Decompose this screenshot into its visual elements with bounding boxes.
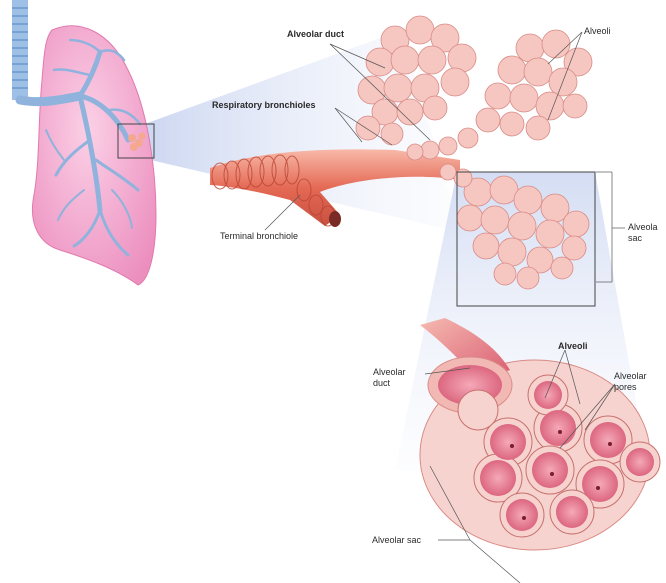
label-terminal-bronchiole: Terminal bronchiole	[220, 231, 298, 242]
label-alveolar-pores-2: pores	[614, 382, 637, 393]
label-respiratory-bronchioles: Respiratory bronchioles	[212, 100, 316, 111]
label-alveoli-bottom: Alveoli	[558, 341, 588, 352]
label-alveolar-duct-bottom-1: Alveolar	[373, 367, 406, 378]
label-alveolar-sac-bottom: Alveolar sac	[372, 535, 421, 546]
label-alveolar-sac-right-2: sac	[628, 233, 642, 244]
label-alveolar-sac-right-1: Alveola	[628, 222, 658, 233]
label-alveoli-top: Alveoli	[584, 26, 611, 37]
label-alveolar-duct-top: Alveolar duct	[287, 29, 344, 40]
label-alveolar-duct-bottom-2: duct	[373, 378, 390, 389]
trachea	[12, 0, 28, 100]
label-alveolar-pores-1: Alveolar	[614, 371, 647, 382]
